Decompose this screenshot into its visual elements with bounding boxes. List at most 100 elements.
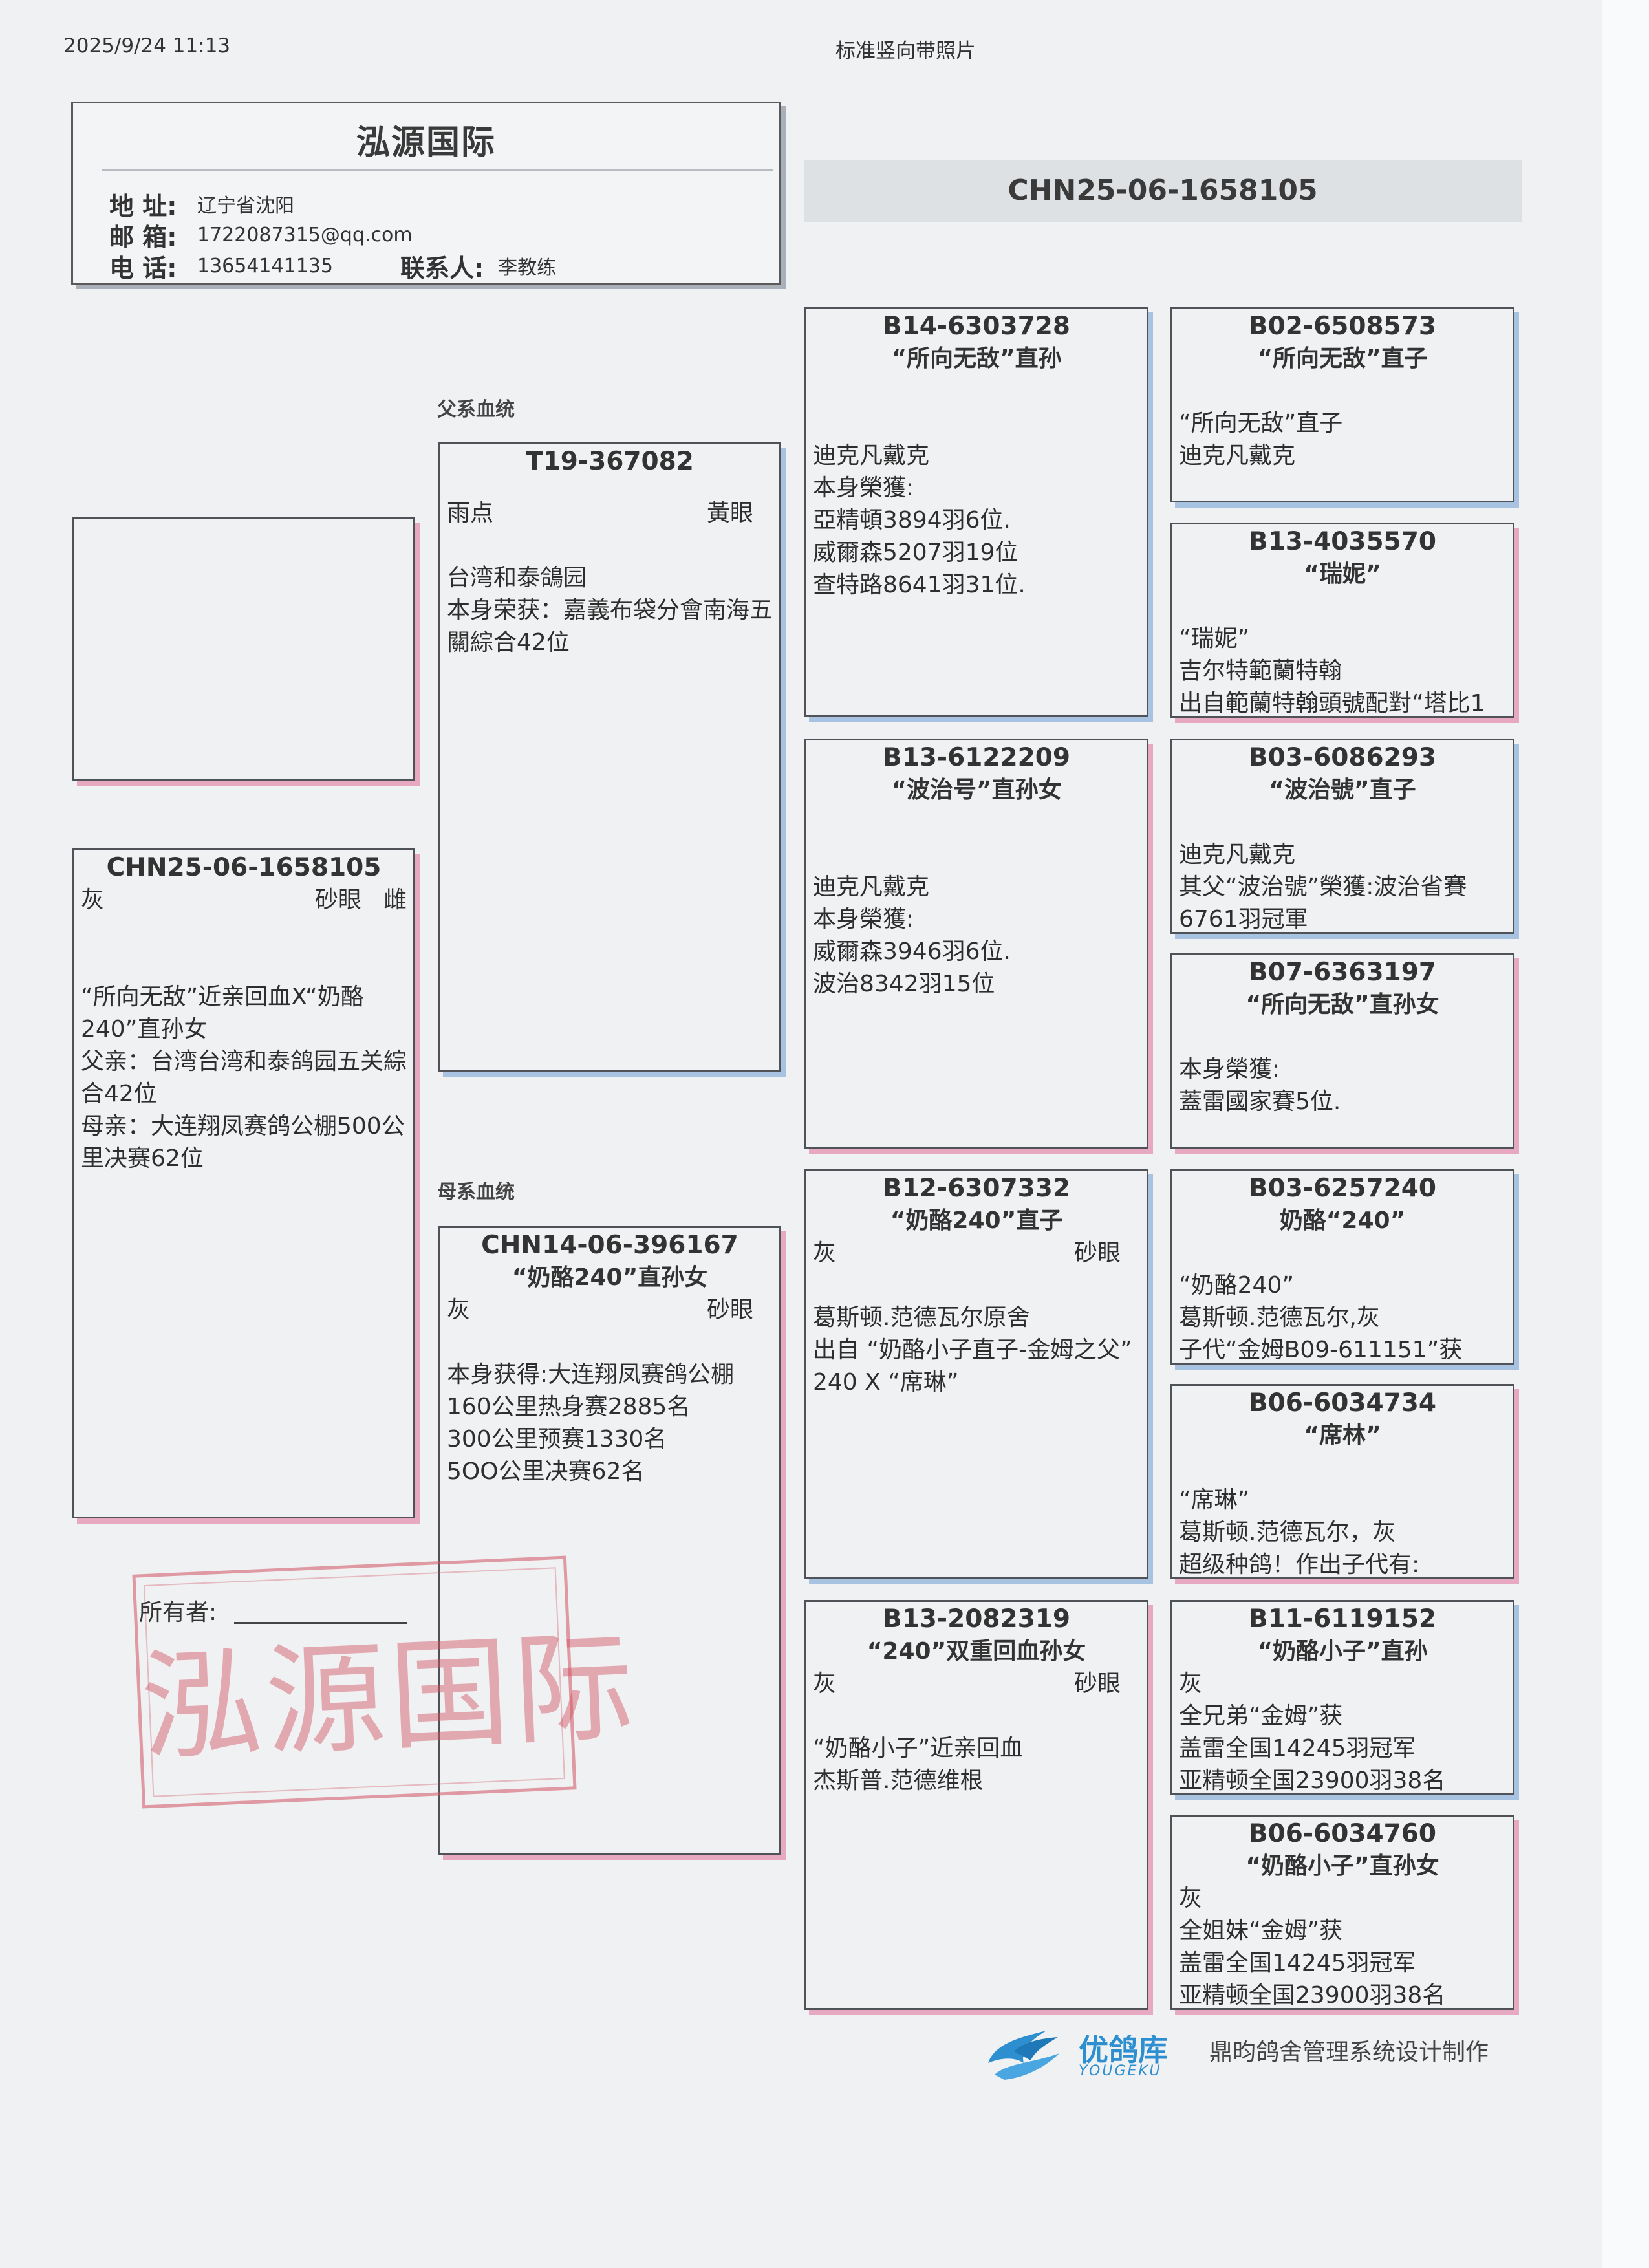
ggp-note: “席琳”	[1179, 1487, 1250, 1513]
dam-notes: 本身获得:大连翔凤赛鸽公棚 160公里热身赛2885名 300公里预赛1330名…	[440, 1326, 779, 1488]
ggp-card-8: B06-6034760 “奶酪小子”直孙女 灰 全姐妹“金姆”获 盖雷全国142…	[1170, 1815, 1514, 2010]
sire-note: 本身荣获：嘉義布袋分會南海五關綜合42位	[447, 597, 773, 656]
ggp-ring: B11-6119152	[1248, 1604, 1437, 1634]
ggp-ring: B03-6257240	[1248, 1174, 1437, 1203]
sire-ring: T19-367082	[526, 447, 694, 476]
sire-note	[447, 530, 774, 562]
granddam-paternal-notes: 迪克凡戴克 本身榮獲: 威爾森3946羽6位. 波治8342羽15位	[806, 806, 1147, 1000]
ggp-note: 其父“波治號”榮獲:波治省賽	[1179, 874, 1467, 900]
dam-color: 灰	[447, 1297, 471, 1323]
header-divider	[102, 169, 773, 171]
grandsire-maternal-card: B12-6307332 “奶酪240”直子 灰 砂眼 葛斯顿.范德瓦尔原舍 出自…	[804, 1169, 1148, 1579]
ggp-note	[1179, 1237, 1507, 1269]
gp-note	[813, 1269, 1141, 1302]
ggp-notes: “所向无敌”直子 迪克凡戴克	[1172, 375, 1513, 472]
footer-brand-subtitle: YOUGEKU	[1079, 2063, 1162, 2079]
breeder-info-box: 泓源国际 地 址: 辽宁省沈阳 邮 箱: 1722087315@qq.com 电…	[71, 102, 781, 285]
ggp-note: 盖雷全国14245羽冠军	[1179, 1950, 1416, 1976]
grandsire-maternal-notes: 葛斯顿.范德瓦尔原舍 出自 “奶酪小子直子-金姆之父” 240 X “席琳”	[806, 1269, 1147, 1399]
subject-note: 父亲：台湾台湾和泰鸽园五关綜合42位	[81, 1048, 407, 1107]
ggp-note: “瑞妮”	[1179, 625, 1250, 652]
ggp-note	[1179, 590, 1507, 623]
address-label: 地 址:	[109, 191, 177, 221]
ggp-note	[1179, 1021, 1507, 1053]
ggp-card-4: B07-6363197 “所向无敌”直孙女 本身榮獲: 蓋雷國家賽5位.	[1170, 953, 1514, 1149]
granddam-paternal-ring: B13-6122209	[882, 743, 1071, 772]
ggp-card-1: B02-6508573 “所向无敌”直子 “所向无敌”直子 迪克凡戴克	[1170, 307, 1514, 502]
ggp-notes: 本身榮獲: 蓋雷國家賽5位.	[1172, 1021, 1513, 1118]
email-row: 邮 箱: 1722087315@qq.com	[109, 219, 413, 252]
gp-note: 本身榮獲:	[813, 475, 914, 501]
ggp-ring: B03-6086293	[1248, 743, 1437, 772]
dam-card: CHN14-06-396167 “奶酪240”直孙女 灰 砂眼 本身获得:大连翔…	[438, 1226, 781, 1855]
phone-label: 电 话:	[109, 254, 177, 283]
ggp-note: 迪克凡戴克	[1179, 442, 1296, 469]
sire-line-label: 父系血统	[437, 398, 515, 421]
ggp-note	[1179, 1452, 1507, 1484]
grandsire-maternal-eye: 砂眼	[1073, 1240, 1121, 1266]
ggp-note: 灰	[1179, 1670, 1203, 1697]
sire-color: 雨点	[447, 500, 494, 526]
ggp-nickname: “奶酪小子”直孙	[1257, 1638, 1428, 1665]
gp-note: 威爾森5207羽19位	[813, 539, 1018, 566]
dam-note: 本身获得:大连翔凤赛鸽公棚	[447, 1361, 735, 1388]
page-edge	[1602, 0, 1649, 2268]
ggp-note: 亚精顿全国23900羽38名	[1179, 1767, 1446, 1794]
subject-color: 灰	[81, 887, 105, 913]
ggp-nickname: “瑞妮”	[1304, 561, 1381, 587]
dam-note: 300公里预赛1330名	[447, 1426, 667, 1453]
yougeku-logo-icon	[975, 2018, 1072, 2091]
dam-note: 5OO公里决赛62名	[447, 1458, 645, 1485]
subject-note: 母亲：大连翔凤赛鸽公棚500公里决赛62位	[81, 1113, 405, 1172]
ggp-ring: B13-4035570	[1248, 527, 1437, 556]
grandsire-maternal-color: 灰	[813, 1240, 837, 1266]
pigeon-photo-placeholder	[72, 517, 415, 781]
ggp-note: 灰	[1179, 1885, 1203, 1912]
subject-ring-banner: CHN25-06-1658105	[804, 160, 1522, 222]
ggp-ring: B06-6034734	[1248, 1388, 1437, 1418]
grandsire-paternal-nickname: “所向无敌”直孙	[891, 345, 1062, 372]
footer-brand-name: 优鸽库	[1079, 2033, 1168, 2068]
gp-note: 亞精頓3894羽6位.	[813, 507, 1011, 534]
ggp-nickname: “波治號”直子	[1269, 777, 1416, 803]
ggp-card-7: B11-6119152 “奶酪小子”直孙 灰 全兄弟“金姆”获 盖雷全国1424…	[1170, 1600, 1514, 1795]
ggp-note	[1179, 375, 1507, 407]
sire-card: T19-367082 雨点 黃眼 台湾和泰鴿园 本身荣获：嘉義布袋分會南海五關綜…	[438, 442, 781, 1072]
granddam-paternal-card: B13-6122209 “波治号”直孙女 迪克凡戴克 本身榮獲: 威爾森3946…	[804, 739, 1148, 1149]
grandsire-maternal-ring: B12-6307332	[882, 1174, 1071, 1203]
dam-note: 160公里热身赛2885名	[447, 1394, 691, 1420]
dam-eye: 砂眼	[706, 1297, 753, 1323]
ggp-note: 迪克凡戴克	[1179, 841, 1296, 868]
ggp-card-2: B13-4035570 “瑞妮” “瑞妮” 吉尔特範蘭特翰 出自範蘭特翰頭號配對…	[1170, 523, 1514, 718]
ggp-ring: B02-6508573	[1248, 312, 1437, 341]
gp-note: 出自 “奶酪小子直子-金姆之父”	[813, 1337, 1132, 1363]
sire-attributes: 雨点 黃眼	[440, 497, 779, 530]
gp-note	[813, 806, 1141, 839]
dam-line-label: 母系血统	[437, 1181, 515, 1204]
sire-notes: 台湾和泰鴿园 本身荣获：嘉義布袋分會南海五關綜合42位	[440, 530, 779, 659]
ggp-note: 超级种鸽！作出子代有:	[1179, 1551, 1420, 1578]
ggp-note	[1179, 806, 1507, 839]
ggp-nickname: “所向无敌”直子	[1257, 345, 1428, 372]
granddam-maternal-eye: 砂眼	[1073, 1670, 1121, 1697]
gp-note: 迪克凡戴克	[813, 442, 930, 469]
ggp-note: 本身榮獲:	[1179, 1056, 1280, 1083]
ggp-note: 子代“金姆B09-611151”获	[1179, 1337, 1463, 1363]
gp-note: 杰斯普.范德维根	[813, 1767, 984, 1794]
granddam-paternal-nickname: “波治号”直孙女	[891, 777, 1062, 803]
subject-notes: “所向无敌”近亲回血X“奶酪240”直孙女 父亲：台湾台湾和泰鸽园五关綜合42位…	[74, 981, 413, 1175]
ggp-nickname: “席林”	[1304, 1422, 1381, 1449]
grandsire-paternal-card: B14-6303728 “所向无敌”直孙 迪克凡戴克 本身榮獲: 亞精頓3894…	[804, 307, 1148, 717]
ggp-note: 亚精顿全国23900羽38名	[1179, 1982, 1446, 2009]
owner-signature-line	[234, 1622, 407, 1624]
subject-card: CHN25-06-1658105 灰 砂眼 雌 “所向无敌”近亲回血X“奶酪24…	[72, 848, 415, 1518]
ggp-note: 盖雷全国14245羽冠军	[1179, 1735, 1416, 1762]
granddam-maternal-card: B13-2082319 “240”双重回血孙女 灰 砂眼 “奶酪小子”近亲回血 …	[804, 1600, 1148, 2010]
grandsire-paternal-ring: B14-6303728	[882, 312, 1071, 341]
ggp-notes: “奶酪240” 葛斯顿.范德瓦尔,灰 子代“金姆B09-611151”获	[1172, 1237, 1513, 1363]
email-label: 邮 箱:	[109, 222, 177, 252]
gp-note: 查特路8641羽31位.	[813, 572, 1026, 598]
ggp-notes: “瑞妮” 吉尔特範蘭特翰 出自範蘭特翰頭號配對“塔比1	[1172, 590, 1513, 716]
gp-note: 240 X “席琳”	[813, 1369, 959, 1396]
gp-note	[813, 1700, 1141, 1733]
